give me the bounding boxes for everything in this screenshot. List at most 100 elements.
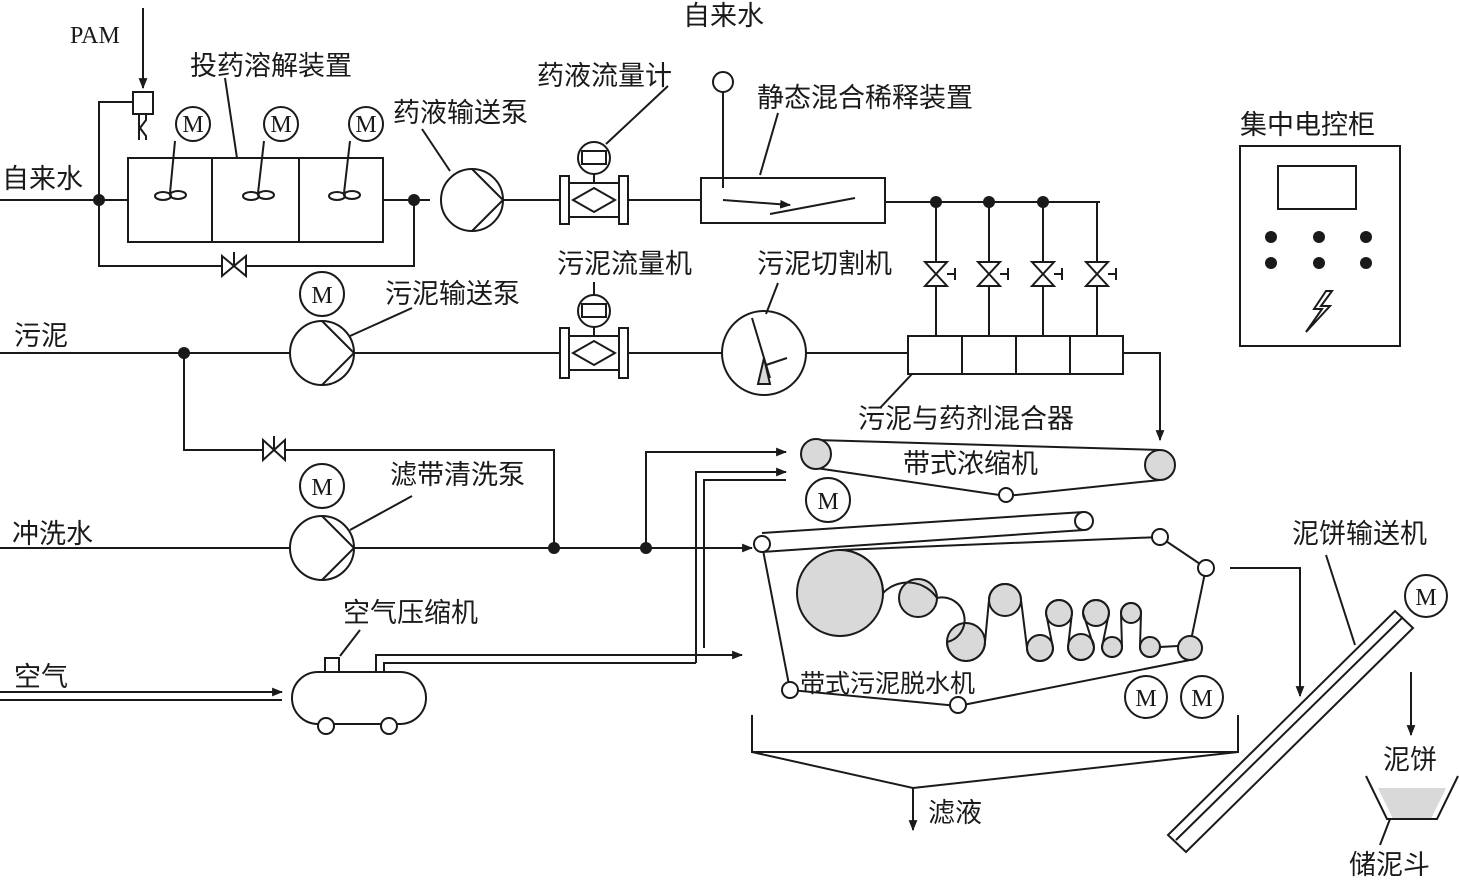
sludge-chemical-mixer-body[interactable] <box>907 335 1124 375</box>
sludge-cutter-label: 污泥切割机 <box>757 249 892 280</box>
air-line-inner <box>383 662 696 672</box>
filtrate-label: 滤液 <box>928 798 982 829</box>
upper-feed-belt <box>761 511 1085 553</box>
air-compressor-icon[interactable] <box>291 657 427 735</box>
thickener-motor: M <box>805 477 851 523</box>
dosing-branch-2 <box>975 202 1009 336</box>
belt-thickener[interactable]: M <box>800 438 1176 523</box>
tank-leader-line <box>224 77 238 159</box>
belt-roller <box>1151 528 1169 546</box>
valve-icon[interactable] <box>922 261 950 287</box>
pam-dosing-box <box>132 91 154 115</box>
static-mixer-label: 静态混合稀释装置 <box>757 83 973 114</box>
motor-icon <box>1404 574 1448 618</box>
sludge-flowmeter-label: 污泥流量机 <box>557 249 692 280</box>
air-compressor-label: 空气压缩机 <box>343 598 478 629</box>
filtrate-tray <box>751 715 1239 753</box>
wash-water-line: M <box>0 447 788 581</box>
valve-icon[interactable] <box>1029 261 1057 287</box>
air-to-thickener-arrow-icon <box>695 467 788 663</box>
bypass-line <box>98 101 415 267</box>
pam-label: PAM <box>70 23 120 49</box>
tap-water-top-inlet <box>712 71 734 93</box>
motor-icon <box>1124 675 1168 719</box>
sludge-pump-motor: M <box>299 271 345 317</box>
agitator-icon <box>328 191 346 201</box>
sludge-cake-label: 泥饼 <box>1383 745 1437 776</box>
dewatering-motor-1: M <box>1124 675 1168 719</box>
motor-symbol: M <box>311 475 332 501</box>
sludge-line: M <box>0 271 1165 548</box>
cake-conveyor-leader <box>1325 554 1356 646</box>
wash-water-label: 冲洗水 <box>12 519 93 550</box>
chemical-flowmeter-label: 药液流量计 <box>537 61 672 92</box>
mixer-element <box>769 197 856 215</box>
belt-wash-pump-icon[interactable] <box>289 515 356 581</box>
sludge-chemical-mixer-leader <box>879 373 913 409</box>
cutter-icon[interactable] <box>721 310 807 396</box>
tap-water-left-label: 自来水 <box>2 164 83 195</box>
belt-thickener-label: 带式浓缩机 <box>903 449 1038 480</box>
air-line-inner-2 <box>703 479 786 648</box>
chemical-pump-label: 药液输送泵 <box>393 98 528 129</box>
tank-motor-1: M <box>154 106 211 201</box>
chemical-pump-icon[interactable] <box>440 168 505 232</box>
sludge-pump-leader <box>349 307 413 337</box>
belt-roller <box>949 696 967 714</box>
chemical-flowmeter-icon[interactable] <box>559 141 629 225</box>
motor-symbol: M <box>270 112 291 138</box>
dosing-branch-1 <box>922 202 956 336</box>
conveyor-body <box>1166 609 1415 854</box>
sludge-inlet-label: 污泥 <box>14 321 68 352</box>
agitator-icon <box>242 191 260 201</box>
filtrate-hopper <box>751 751 1239 790</box>
air-compressor-leader <box>339 629 361 657</box>
motor-icon <box>299 271 345 317</box>
tank-motor-2: M <box>242 106 299 201</box>
tap-water-top-label: 自来水 <box>683 1 764 32</box>
sludge-hopper[interactable] <box>1365 775 1459 846</box>
sludge-hopper-label: 储泥斗 <box>1349 850 1430 881</box>
motor-symbol: M <box>311 283 332 309</box>
thickener-roller <box>800 438 832 470</box>
motor-icon <box>1180 675 1224 719</box>
sludge-flowmeter-icon[interactable] <box>559 294 629 379</box>
indicator-light <box>1360 231 1372 243</box>
cake-discharge-arrow-icon <box>1230 567 1305 698</box>
outer-belt <box>761 535 1208 708</box>
cake-conveyor[interactable]: M <box>1166 554 1448 854</box>
sludge-chemical-mixer-label: 污泥与药剂混合器 <box>858 404 1074 435</box>
tank-motor-3: M <box>328 106 384 201</box>
chemical-flowmeter-leader <box>605 85 669 145</box>
sludge-bypass-line <box>183 353 555 548</box>
motor-icon <box>175 106 211 142</box>
dosing-dissolving-unit-label: 投药溶解装置 <box>190 51 352 82</box>
belt-roller <box>1197 559 1215 577</box>
belt-dewatering-machine[interactable]: M M <box>751 511 1239 832</box>
lightning-icon <box>1305 290 1334 333</box>
motor-symbol: M <box>1135 686 1156 712</box>
dewatering-motor-2: M <box>1180 675 1224 719</box>
wash-pump-motor: M <box>299 463 345 509</box>
sludge-pump-icon[interactable] <box>289 320 356 386</box>
wash-to-thickener-arrow-icon <box>645 447 788 548</box>
motor-symbol: M <box>817 489 838 515</box>
central-control-cabinet-label: 集中电控柜 <box>1240 110 1375 141</box>
valve-icon[interactable] <box>975 261 1003 287</box>
central-control-cabinet[interactable] <box>1239 145 1401 347</box>
static-mixer-leader <box>759 112 779 176</box>
inner-belt-path <box>839 549 1179 662</box>
sludge-pump-label: 污泥输送泵 <box>385 279 520 310</box>
belt-wash-pump-label: 滤带清洗泵 <box>390 460 525 491</box>
junction-dot <box>408 194 420 206</box>
valve-icon[interactable] <box>1083 261 1111 287</box>
indicator-light <box>1265 231 1277 243</box>
mixer-to-thickener-arrow-icon <box>1123 352 1165 442</box>
hopper-body <box>1365 775 1459 820</box>
junction-dot <box>548 542 560 554</box>
cake-fill <box>1378 788 1446 819</box>
conveyor-motor: M <box>1404 574 1448 618</box>
air-line <box>0 467 788 735</box>
motor-symbol: M <box>1415 585 1436 611</box>
belt-wash-pump-leader <box>349 495 413 531</box>
